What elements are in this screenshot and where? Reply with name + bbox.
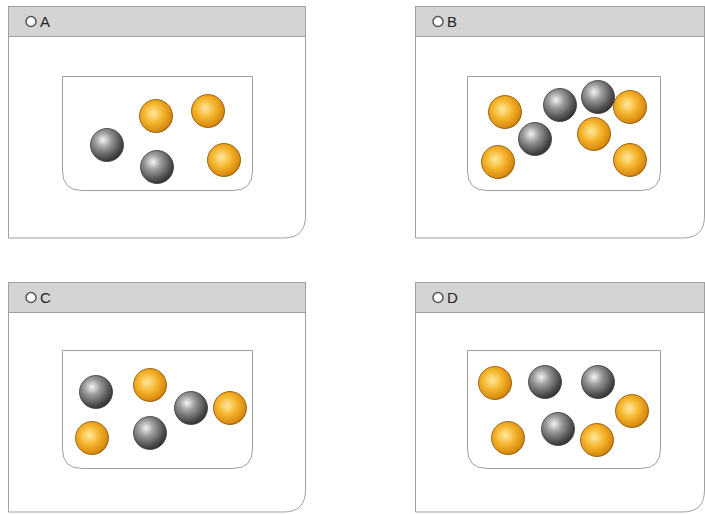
orange-particle [578, 118, 611, 151]
option-letter: A [40, 13, 50, 31]
container [63, 351, 253, 469]
container [63, 77, 253, 191]
option-letter: B [447, 13, 457, 31]
orange-particle [614, 91, 647, 124]
option-letter: D [447, 289, 458, 307]
answer-option: C [40, 289, 300, 307]
orange-particle [140, 100, 173, 133]
orange-particle [614, 144, 647, 177]
panel-header [9, 283, 306, 313]
panel-header [9, 7, 306, 37]
radio-button [26, 17, 36, 27]
orange-particle [616, 395, 649, 428]
orange-particle [214, 392, 247, 425]
radio-button [433, 293, 443, 303]
gray-particle [542, 413, 575, 446]
container [468, 351, 661, 469]
gray-particle [175, 392, 208, 425]
gray-particle [582, 81, 615, 114]
answer-option: D [447, 289, 697, 307]
gray-particle [80, 376, 113, 409]
gray-particle [544, 89, 577, 122]
gray-particle [91, 129, 124, 162]
gray-particle [134, 417, 167, 450]
orange-particle [492, 422, 525, 455]
option-letter: C [40, 289, 51, 307]
gray-particle [141, 151, 174, 184]
panel-frame [9, 283, 306, 513]
panel-frame [416, 283, 705, 513]
radio-button [26, 293, 36, 303]
panel-header [416, 283, 705, 313]
orange-particle [76, 422, 109, 455]
orange-particle [581, 424, 614, 457]
orange-particle [482, 146, 515, 179]
panel-header [416, 7, 705, 37]
orange-particle [208, 144, 241, 177]
gray-particle [519, 123, 552, 156]
orange-particle [489, 96, 522, 129]
answer-option: B [447, 13, 697, 31]
answer-option: A [40, 13, 300, 31]
orange-particle [134, 369, 167, 402]
orange-particle [192, 95, 225, 128]
gray-particle [582, 366, 615, 399]
container [468, 77, 661, 191]
panel-frame [9, 7, 306, 239]
panel-frame [416, 7, 705, 239]
orange-particle [479, 367, 512, 400]
gray-particle [529, 366, 562, 399]
radio-button [433, 17, 443, 27]
